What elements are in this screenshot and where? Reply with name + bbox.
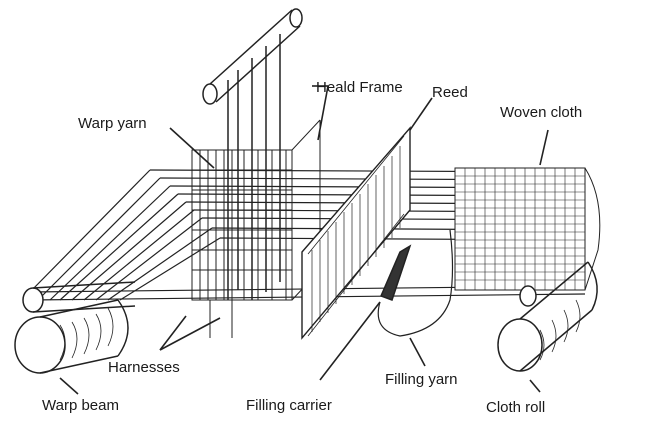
label-filling-carrier: Filling carrier bbox=[246, 397, 332, 414]
filling-carrier bbox=[379, 244, 412, 301]
leader-lines bbox=[59, 85, 549, 395]
reed bbox=[301, 126, 411, 340]
harness-frames bbox=[191, 119, 321, 338]
warp-beam bbox=[14, 281, 136, 374]
label-heald-frame: Heald Frame bbox=[316, 79, 403, 96]
label-warp-beam: Warp beam bbox=[42, 397, 119, 414]
filling-yarn bbox=[377, 229, 454, 337]
label-harnesses: Harnesses bbox=[108, 359, 180, 376]
label-reed: Reed bbox=[432, 84, 468, 101]
cloth-roll bbox=[497, 261, 598, 372]
woven-cloth bbox=[454, 167, 601, 291]
heddle-top-bar bbox=[202, 8, 303, 300]
label-cloth-roll: Cloth roll bbox=[486, 399, 545, 416]
label-woven-cloth: Woven cloth bbox=[500, 104, 582, 121]
label-filling-yarn: Filling yarn bbox=[385, 371, 458, 388]
label-warp-yarn: Warp yarn bbox=[78, 115, 147, 132]
